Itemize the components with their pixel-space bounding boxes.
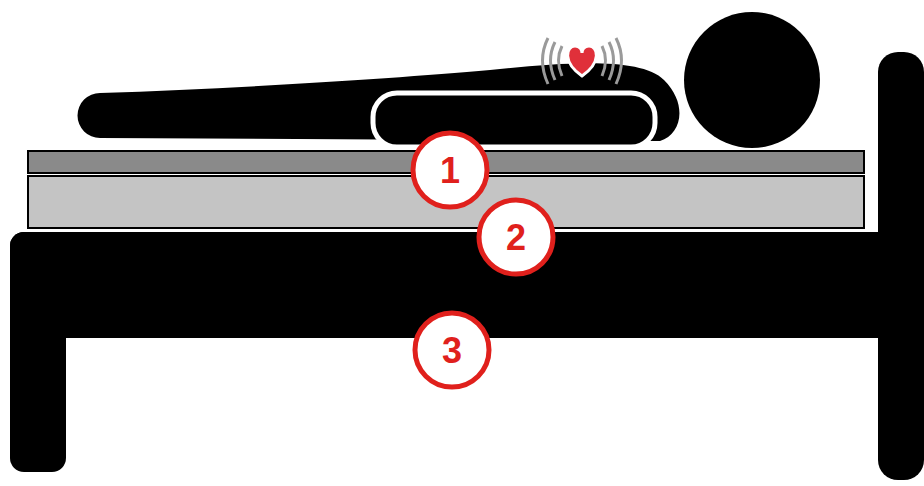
callout-number: 1 [415, 136, 485, 206]
chest-cushion [373, 93, 655, 147]
callout-number: 2 [481, 203, 551, 273]
callout-number: 3 [417, 316, 487, 386]
callout-circle [479, 200, 553, 274]
heart-symbol [568, 46, 597, 76]
vibration-arcs [543, 38, 622, 84]
callout-circle [413, 133, 487, 207]
callout-circle [415, 313, 489, 387]
bed-leg [10, 232, 66, 472]
person-head [684, 12, 820, 148]
